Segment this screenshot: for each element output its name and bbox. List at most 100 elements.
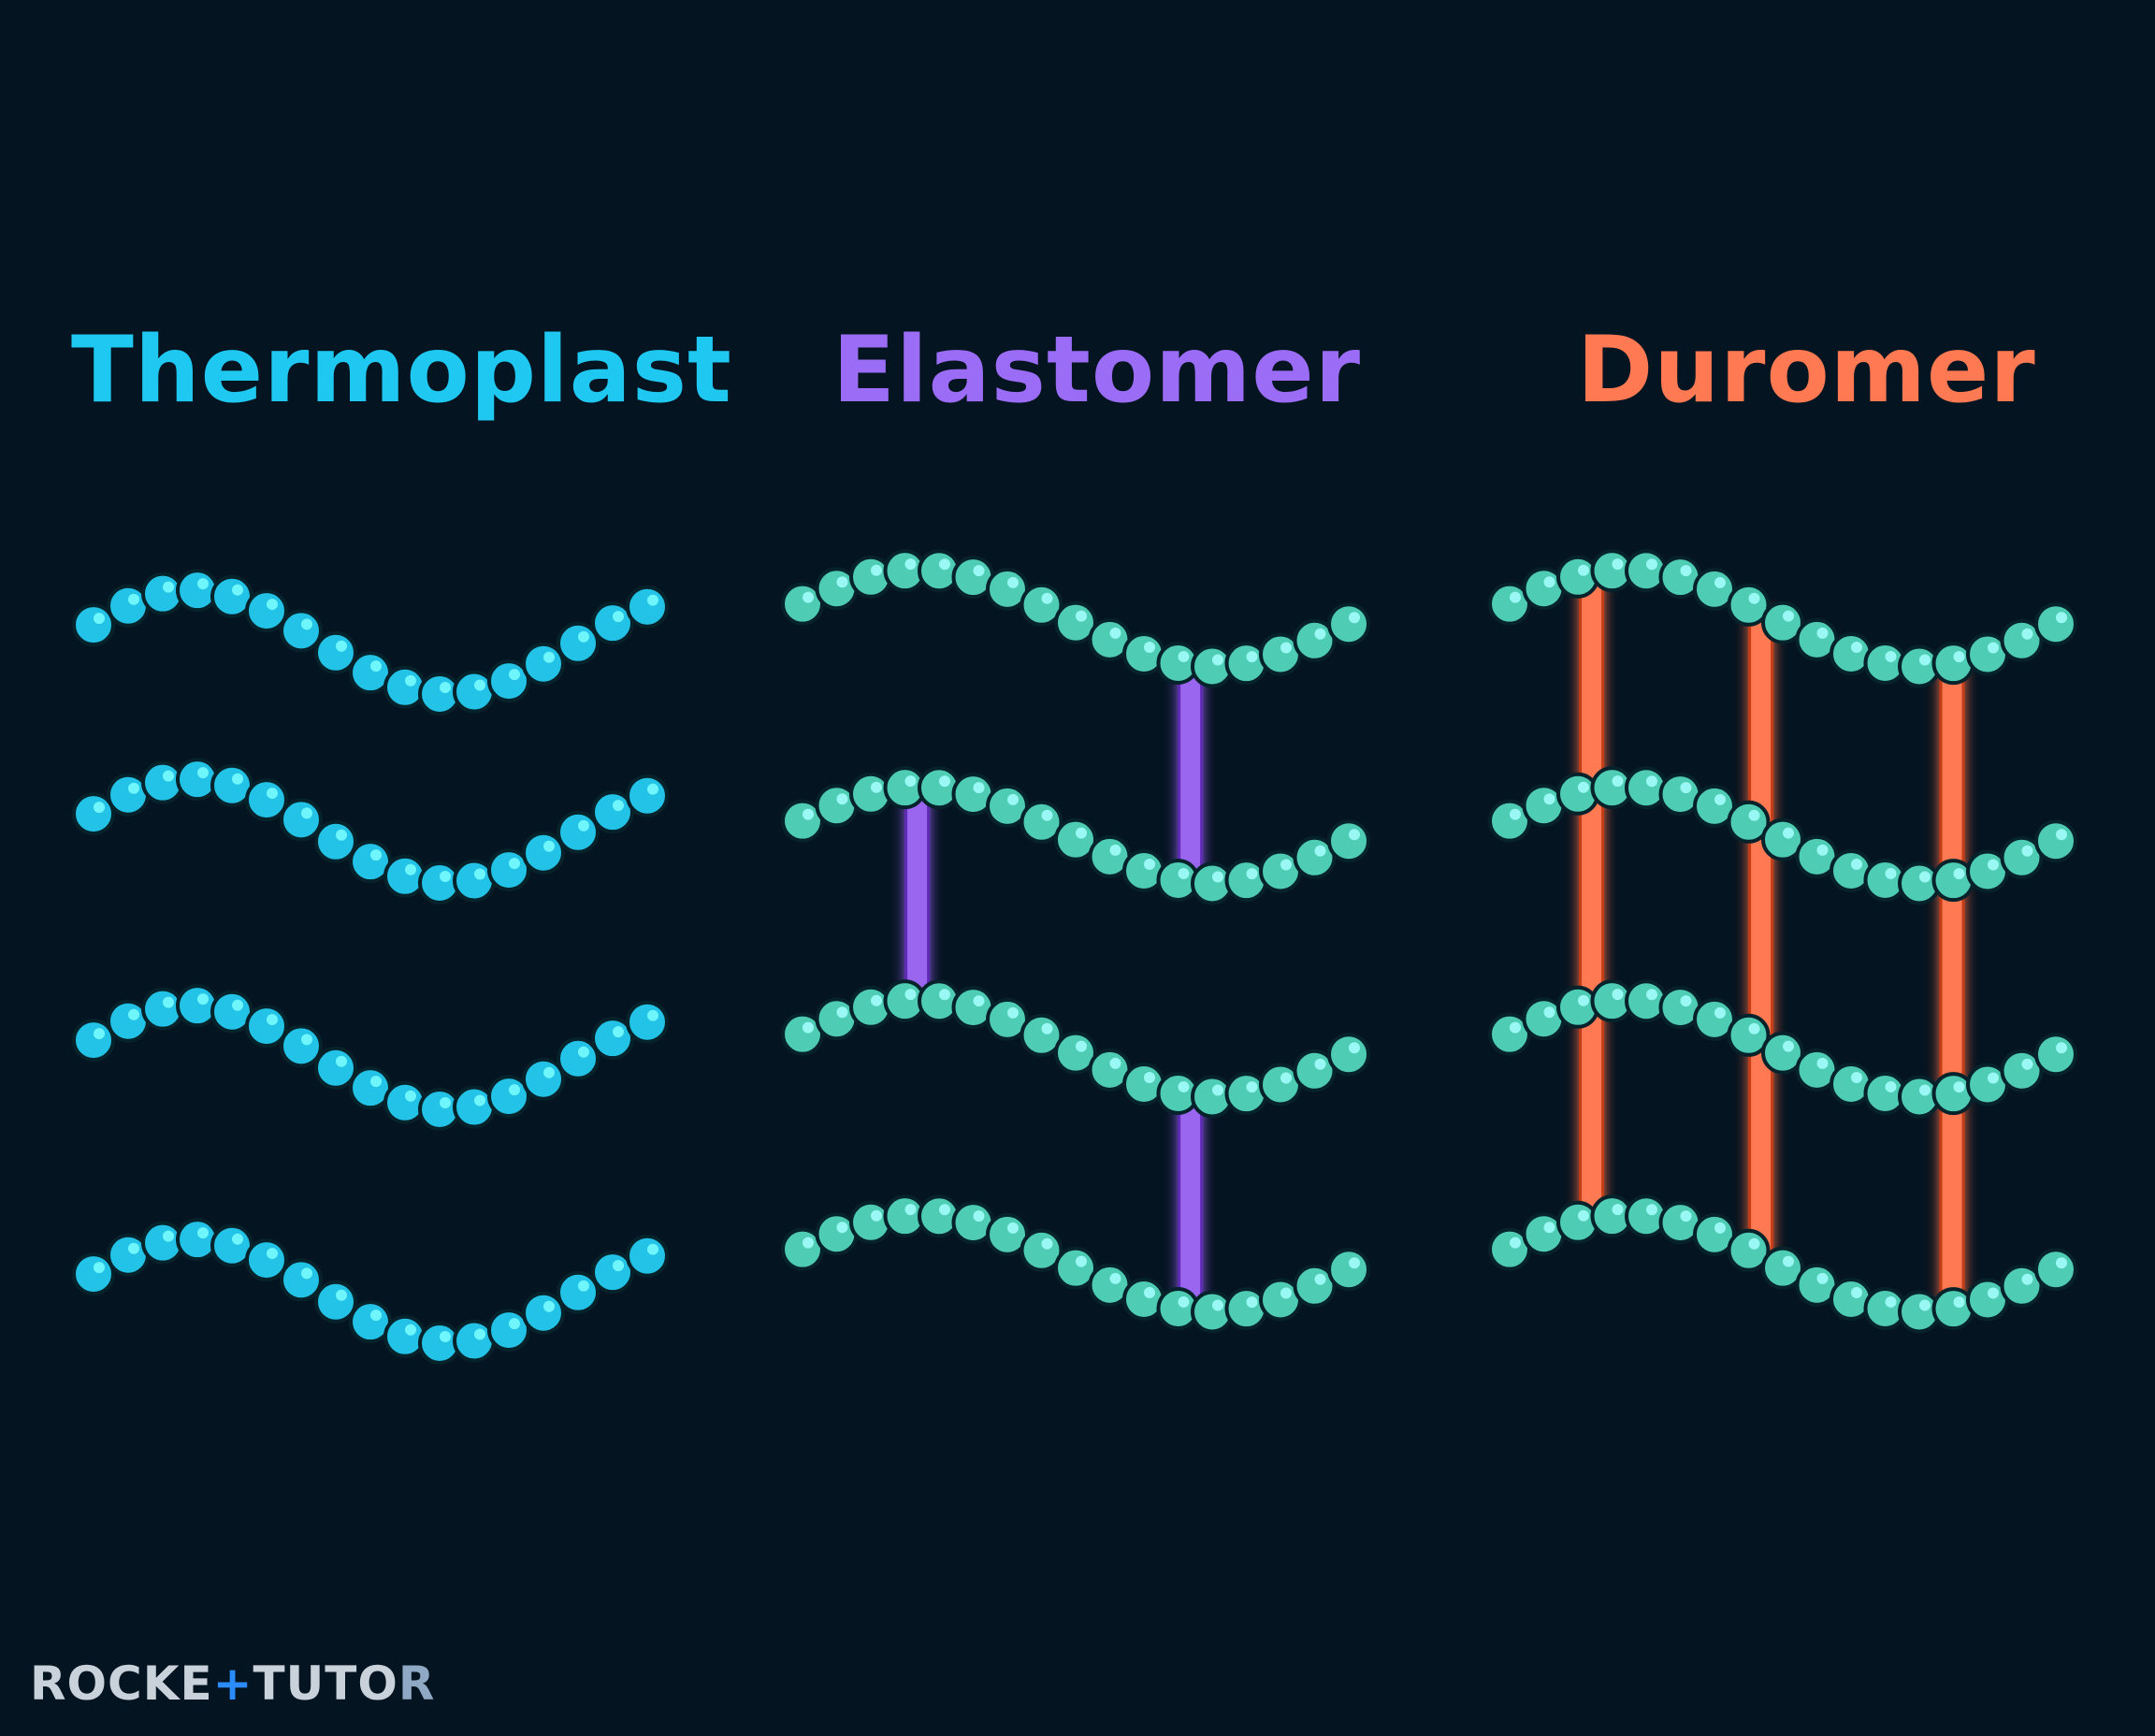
polymer-chain: [72, 1218, 669, 1365]
monomer-bead: [2000, 618, 2044, 662]
monomer-bead: [951, 986, 995, 1030]
monomer-bead: [1761, 817, 1804, 861]
rocket-tutor-logo: ROCKE+TUTOR: [30, 1656, 435, 1712]
monomer-bead: [1156, 1071, 1200, 1115]
monomer-bead: [487, 848, 530, 892]
polymer-chain: [72, 984, 669, 1131]
monomer-bead: [280, 1258, 323, 1302]
monomer-bead: [1293, 1049, 1337, 1092]
monomer-bead: [522, 1291, 565, 1335]
monomer-bead: [72, 603, 115, 647]
crosslink-bond: [1939, 878, 1965, 1095]
monomer-bead: [1522, 784, 1566, 828]
monomer-bead: [1020, 800, 1063, 844]
monomer-bead: [2034, 819, 2077, 863]
title-thermoplast: Thermoplast: [71, 317, 732, 424]
monomer-bead: [383, 854, 427, 898]
monomer-bead: [314, 1046, 357, 1090]
monomer-bead: [176, 1218, 219, 1262]
monomer-bead: [210, 574, 253, 618]
polymer-chain: [781, 549, 1370, 688]
monomer-bead: [1293, 835, 1337, 879]
logo-plus-icon: +: [212, 1656, 253, 1711]
monomer-bead: [1966, 632, 2009, 676]
monomer-bead: [2000, 1264, 2044, 1308]
panel-thermoplast: [72, 569, 669, 1365]
monomer-bead: [1122, 1277, 1165, 1321]
monomer-bead: [1931, 642, 1975, 686]
monomer-bead: [1863, 858, 1907, 902]
monomer-bead: [1293, 1264, 1337, 1308]
monomer-bead: [557, 810, 600, 854]
monomer-bead: [2034, 602, 2077, 646]
monomer-bead: [591, 601, 634, 645]
crosslink-bond: [1939, 1092, 1965, 1310]
monomer-bead: [487, 1075, 530, 1119]
monomer-bead: [314, 630, 357, 674]
crosslink-bond: [1748, 826, 1774, 1043]
polymer-chain: [781, 766, 1370, 905]
monomer-bead: [1898, 1290, 1941, 1334]
monomer-bead: [383, 1314, 427, 1358]
crosslink-bond: [1178, 1093, 1204, 1312]
crosslink-bond: [1579, 1002, 1605, 1221]
monomer-bead: [1761, 1246, 1804, 1290]
polymer-chains-layer: [72, 549, 2077, 1365]
monomer-bead: [1658, 773, 1702, 817]
monomer-bead: [1054, 1246, 1097, 1290]
monomer-bead: [453, 859, 496, 903]
monomer-bead: [210, 763, 253, 807]
monomer-bead: [1020, 583, 1063, 627]
monomer-bead: [1590, 766, 1634, 810]
monomer-bead: [176, 758, 219, 802]
panel-duromer: [1488, 549, 2077, 1334]
monomer-bead: [176, 569, 219, 613]
monomer-bead: [1658, 1201, 1702, 1245]
monomer-bead: [951, 773, 995, 817]
monomer-bead: [781, 1227, 824, 1271]
monomer-bead: [1556, 555, 1599, 599]
monomer-bead: [1054, 600, 1097, 644]
monomer-bead: [626, 774, 669, 817]
monomer-bead: [2000, 1049, 2044, 1092]
monomer-bead: [141, 987, 184, 1031]
monomer-bead: [626, 1000, 669, 1044]
monomer-bead: [1020, 1228, 1063, 1272]
crosslinks-layer: [904, 571, 1965, 1312]
monomer-bead: [487, 1309, 530, 1353]
monomer-bead: [1327, 819, 1370, 863]
crosslink-bond: [1579, 788, 1605, 1005]
monomer-bead: [1761, 600, 1804, 644]
monomer-bead: [314, 819, 357, 863]
monomer-bead: [72, 792, 115, 836]
monomer-bead: [2034, 1033, 2077, 1077]
monomer-bead: [1556, 985, 1599, 1029]
monomer-bead: [72, 1019, 115, 1063]
monomer-bead: [1327, 1033, 1370, 1077]
polymer-chain: [1488, 1194, 2077, 1334]
monomer-bead: [557, 621, 600, 665]
monomer-bead: [383, 1080, 427, 1124]
monomer-bead: [1795, 834, 1839, 878]
monomer-bead: [1191, 861, 1234, 905]
monomer-bead: [1224, 1287, 1268, 1331]
monomer-bead: [557, 1270, 600, 1314]
monomer-bead: [986, 1212, 1029, 1256]
monomer-bead: [245, 1005, 288, 1049]
monomer-bead: [210, 990, 253, 1034]
monomer-bead: [557, 1036, 600, 1080]
monomer-bead: [1259, 1278, 1302, 1322]
monomer-bead: [245, 778, 288, 822]
panel-elastomer: [781, 549, 1370, 1334]
monomer-bead: [245, 1238, 288, 1282]
crosslink-bond: [1178, 663, 1204, 884]
monomer-bead: [2034, 1248, 2077, 1292]
monomer-bead: [591, 790, 634, 834]
monomer-bead: [1761, 1031, 1804, 1075]
monomer-bead: [1488, 582, 1531, 626]
monomer-bead: [1327, 602, 1370, 646]
crosslink-bond: [1748, 609, 1774, 830]
monomer-bead: [1556, 1200, 1599, 1244]
monomer-bead: [522, 831, 565, 875]
monomer-bead: [1727, 1228, 1771, 1272]
